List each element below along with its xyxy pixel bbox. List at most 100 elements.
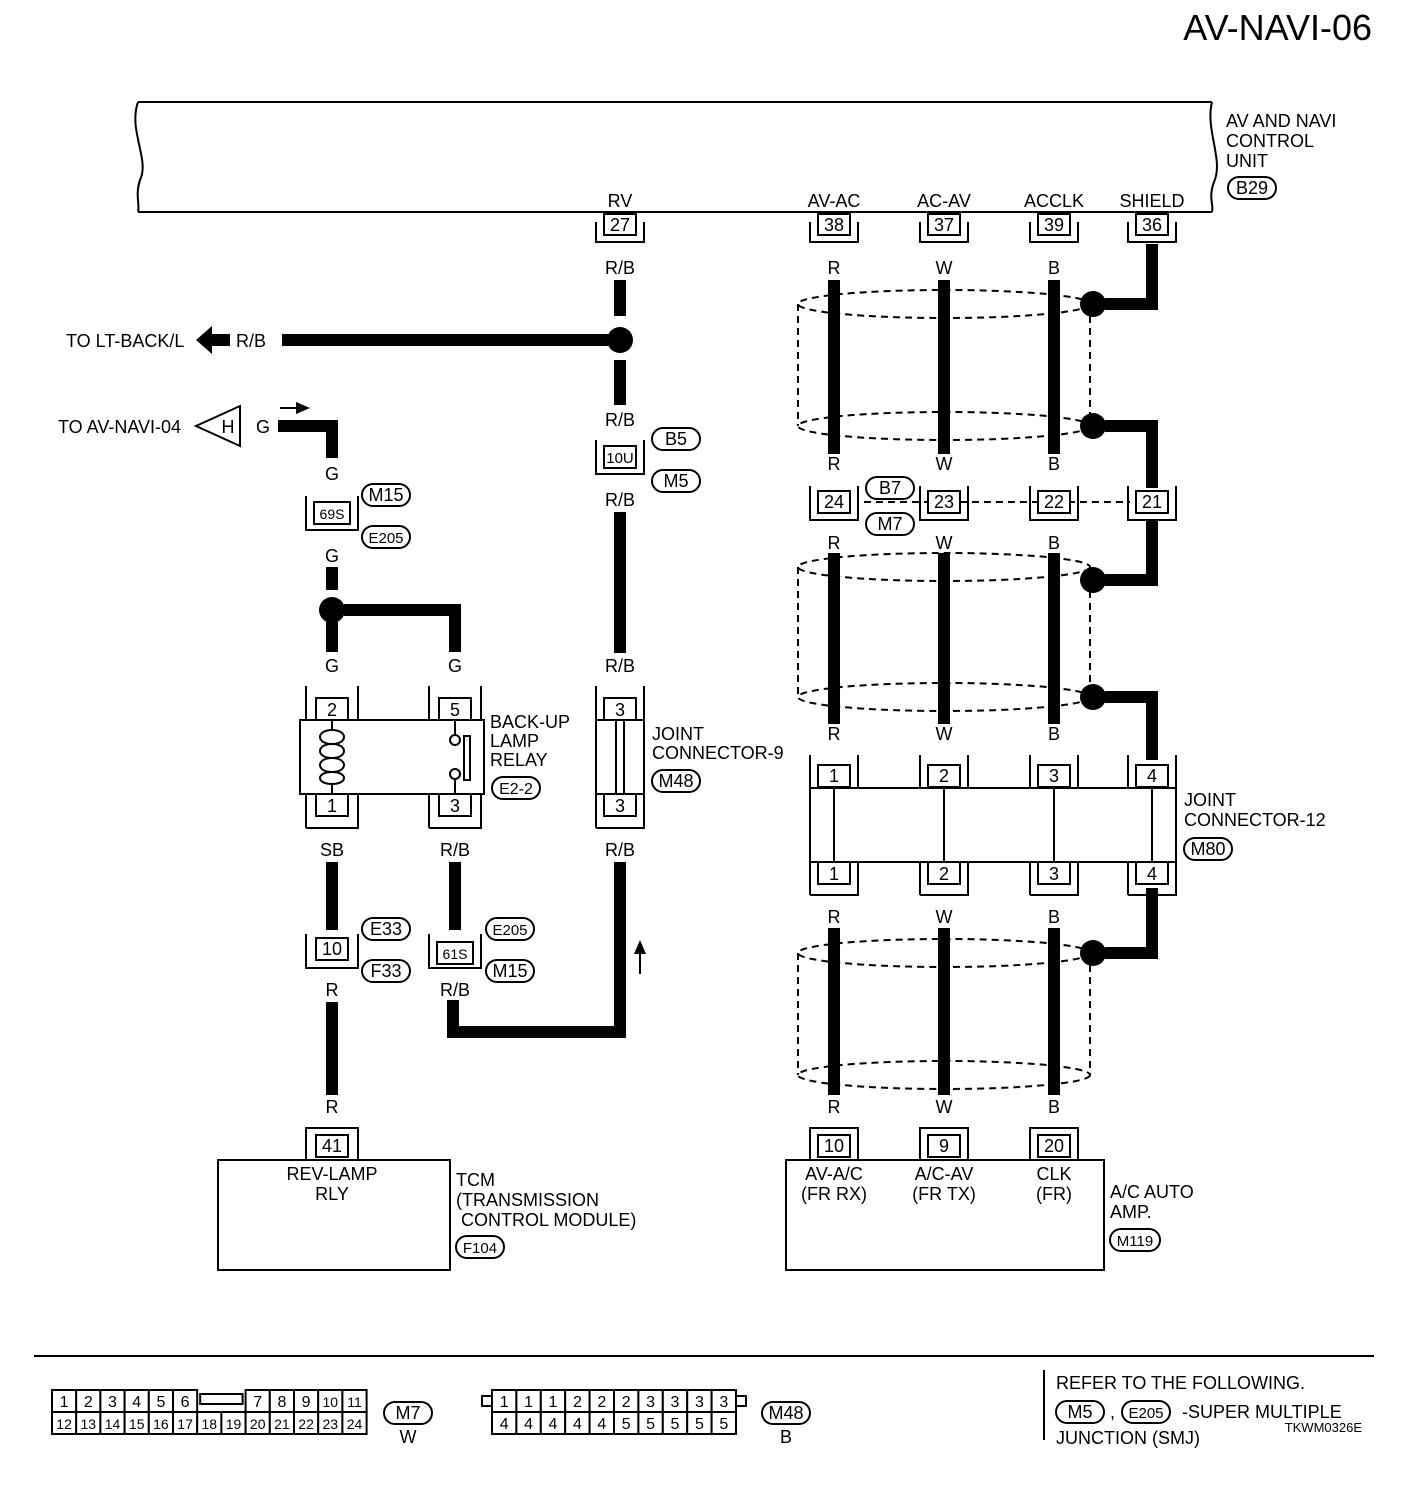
- svg-text:M119: M119: [1117, 1233, 1153, 1250]
- svg-text:9: 9: [939, 1136, 949, 1156]
- svg-text:3: 3: [450, 796, 460, 816]
- splice-dot: [1080, 567, 1106, 593]
- svg-text:A/C-AV: A/C-AV: [915, 1164, 974, 1184]
- ac-auto-amp: 10 9 20 AV-A/C (FR RX) A/C-AV (FR TX) CL…: [785, 1127, 1194, 1271]
- wire-label: R: [828, 454, 841, 474]
- svg-text:24: 24: [824, 492, 844, 512]
- terminal-number: 3: [646, 1394, 655, 1411]
- terminal-number: 20: [250, 1416, 266, 1432]
- splice-dot: [607, 327, 633, 353]
- svg-text:E33: E33: [370, 919, 402, 939]
- terminal-number: 5: [719, 1416, 728, 1433]
- svg-text:E2-2: E2-2: [499, 781, 533, 798]
- svg-text:F104: F104: [463, 1240, 497, 1257]
- terminal-number: 2: [622, 1394, 631, 1411]
- conn-ref-m7: M7: [395, 1403, 420, 1423]
- pin-name-av-ac: AV-AC: [808, 191, 861, 211]
- relay-contact-icon: [449, 734, 461, 746]
- svg-text:G: G: [256, 417, 270, 437]
- wire-label: R/B: [440, 980, 470, 1000]
- splice-dot: [1080, 684, 1106, 710]
- splice-dot: [1080, 291, 1106, 317]
- wire-label: G: [448, 656, 462, 676]
- terminal-number: 3: [108, 1394, 117, 1411]
- svg-text:CONNECTOR-12: CONNECTOR-12: [1184, 810, 1326, 830]
- signal-arrow-icon: [296, 402, 310, 414]
- svg-text:REV-LAMP: REV-LAMP: [286, 1164, 377, 1184]
- connector-key: [199, 1393, 244, 1405]
- wire-label: W: [936, 258, 953, 278]
- av-pin-connectors: 27 38 37 39 36: [595, 213, 1177, 243]
- terminal-number: 9: [302, 1394, 311, 1411]
- terminal-number: 13: [81, 1416, 97, 1432]
- svg-text:3: 3: [1049, 864, 1059, 884]
- backup-lamp-relay: 2 5 1 3 BACK-UP LAMP RELAY E2-2: [299, 686, 570, 829]
- svg-text:TO AV-NAVI-04: TO AV-NAVI-04: [58, 417, 181, 437]
- svg-text:E205: E205: [1128, 1405, 1163, 1422]
- svg-text:E205: E205: [492, 922, 527, 939]
- splice-dot: [319, 597, 345, 623]
- figure-code: TKWM0326E: [1285, 1420, 1363, 1435]
- terminal-number: 3: [719, 1394, 728, 1411]
- terminal-number: 18: [202, 1416, 218, 1432]
- terminal-number: 5: [646, 1416, 655, 1433]
- terminal-number: 4: [132, 1394, 141, 1411]
- svg-text:M80: M80: [1190, 839, 1225, 859]
- svg-text:BACK-UP: BACK-UP: [490, 712, 570, 732]
- wire-label: SB: [320, 840, 344, 860]
- conn-color-m48: B: [780, 1427, 792, 1447]
- connector-key: [481, 1395, 493, 1407]
- terminal-number: 7: [253, 1394, 262, 1411]
- svg-text:CONNECTOR-9: CONNECTOR-9: [652, 743, 784, 763]
- svg-text:10: 10: [322, 939, 342, 959]
- svg-text:61S: 61S: [443, 946, 468, 962]
- joint-connector-12: 1 2 3 4 1 2 3 4 JOINT CONNECTOR-12 M80: [809, 755, 1326, 896]
- svg-text:AMP.: AMP.: [1110, 1202, 1152, 1222]
- wire-label: R/B: [605, 656, 635, 676]
- svg-text:H: H: [222, 417, 235, 437]
- svg-text:M7: M7: [877, 514, 902, 534]
- connector-61s: 61S E205 M15: [428, 917, 646, 983]
- connector-key: [735, 1395, 747, 1407]
- terminal-number: 5: [622, 1416, 631, 1433]
- conn-ref-m48: M48: [768, 1403, 803, 1423]
- svg-text:(FR TX): (FR TX): [912, 1184, 976, 1204]
- wire-label: R: [828, 907, 841, 927]
- signal-arrow-icon: [634, 940, 646, 954]
- svg-text:JUNCTION (SMJ): JUNCTION (SMJ): [1056, 1428, 1200, 1448]
- svg-text:M15: M15: [368, 485, 403, 505]
- svg-text:TCM: TCM: [456, 1170, 495, 1190]
- terminal-number: 3: [695, 1394, 704, 1411]
- svg-text:23: 23: [934, 492, 954, 512]
- av-navi-label-2: CONTROL: [1226, 131, 1314, 151]
- terminal-number: 21: [274, 1416, 290, 1432]
- terminal-number: 23: [323, 1416, 339, 1432]
- svg-text:RLY: RLY: [315, 1184, 349, 1204]
- av-navi-control-unit: AV AND NAVI CONTROL UNIT B29 RV AV-AC AC…: [134, 101, 1336, 213]
- svg-text:A/C AUTO: A/C AUTO: [1110, 1182, 1194, 1202]
- terminal-number: 4: [549, 1416, 558, 1433]
- svg-text:69S: 69S: [320, 506, 345, 522]
- terminal-number: 4: [500, 1416, 509, 1433]
- svg-text:-SUPER MULTIPLE: -SUPER MULTIPLE: [1182, 1402, 1342, 1422]
- svg-text:4: 4: [1147, 864, 1157, 884]
- pin-38: 38: [824, 215, 844, 235]
- svg-text:RELAY: RELAY: [490, 750, 548, 770]
- wire-label: W: [936, 1097, 953, 1117]
- shields: [797, 289, 1130, 1090]
- wire-label: R/B: [605, 840, 635, 860]
- terminal-number: 3: [671, 1394, 680, 1411]
- wire-label: G: [325, 464, 339, 484]
- pin-36: 36: [1142, 215, 1162, 235]
- wire-label: R: [326, 980, 339, 1000]
- terminal-number: 10: [323, 1394, 339, 1410]
- svg-text:B7: B7: [879, 478, 901, 498]
- wires: [278, 244, 1158, 1095]
- wire-label: B: [1048, 533, 1060, 553]
- pin-name-rv: RV: [608, 191, 633, 211]
- svg-text:10U: 10U: [606, 450, 634, 467]
- svg-text:3: 3: [1049, 766, 1059, 786]
- svg-text:4: 4: [1147, 766, 1157, 786]
- wire-label: R: [828, 258, 841, 278]
- wire-label: R: [828, 724, 841, 744]
